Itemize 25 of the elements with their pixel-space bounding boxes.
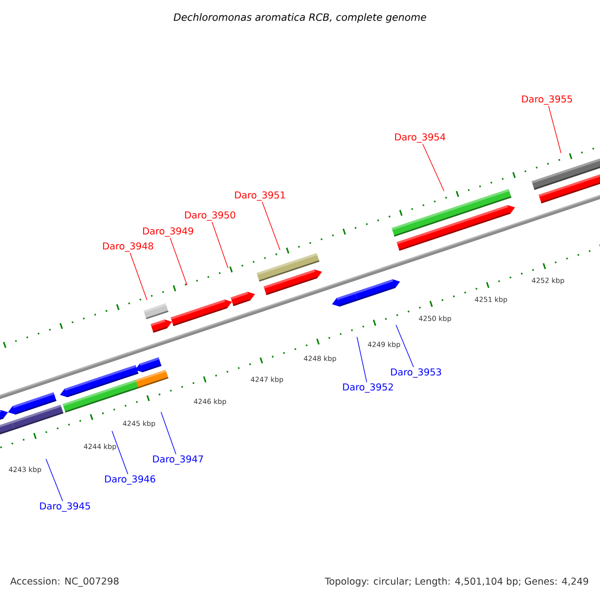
gene-label: Daro_3948 (103, 242, 154, 252)
gene-label: Daro_3947 (153, 455, 203, 465)
gene-label: Daro_3946 (105, 475, 156, 485)
leader-line (396, 324, 414, 368)
footer-text: Accession: NC_007298 (10, 577, 119, 587)
leader-line (356, 336, 368, 383)
leader-line (212, 222, 228, 268)
leader-line (112, 430, 128, 475)
gene-label: Daro_3945 (40, 502, 90, 512)
gene-label: Daro_3955 (522, 95, 572, 105)
leader-line (548, 106, 562, 154)
gene-label: Daro_3954 (395, 133, 446, 143)
gene-label: Daro_3951 (235, 191, 285, 201)
gene-label: Daro_3950 (185, 211, 236, 221)
title: Dechloromonas aromatica RCB, complete genome (174, 13, 426, 23)
gene-label: Daro_3952 (343, 383, 393, 393)
leader-line (46, 458, 64, 502)
leader-line (160, 412, 176, 455)
leader-line (130, 252, 148, 300)
leader-line (170, 238, 188, 286)
leader-line (262, 202, 280, 250)
gene-label: Daro_3953 (391, 368, 442, 378)
gene-label: Daro_3949 (143, 227, 194, 237)
footer-text: Topology: circular; Length: 4,501,104 bp; Genes: 4,249 (324, 577, 588, 587)
leader-line (422, 144, 444, 192)
